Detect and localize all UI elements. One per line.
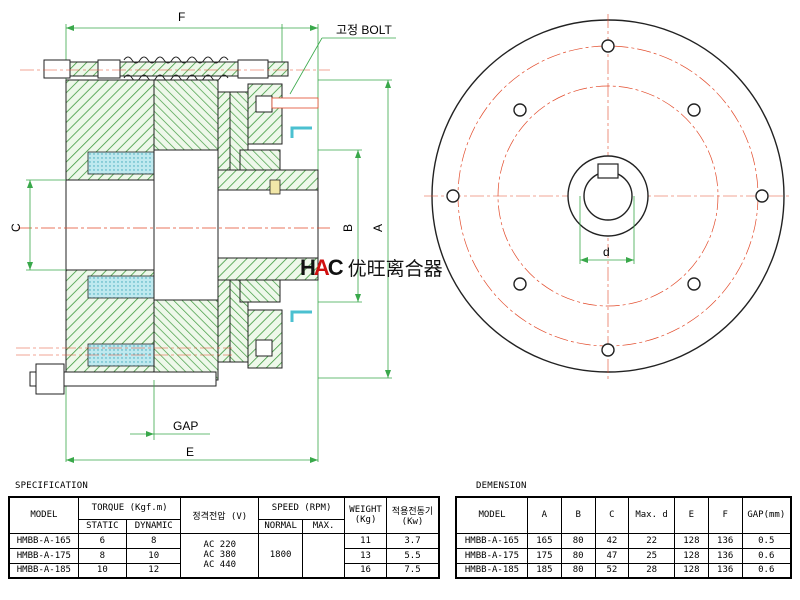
company-logo: HAC bbox=[300, 254, 344, 280]
spec-speed-max bbox=[302, 532, 346, 579]
dim-label-E: E bbox=[186, 445, 194, 459]
spec-header-model: MODEL bbox=[8, 496, 79, 534]
technical-drawing: F E GAP C B A 고정 BOLT bbox=[9, 10, 792, 463]
dim-label-A: A bbox=[371, 224, 385, 232]
dimension-header-row: MODEL A B C Max. d E F GAP(mm) bbox=[455, 496, 792, 534]
dim-label-B: B bbox=[341, 224, 355, 232]
dim-label-gap: GAP bbox=[173, 419, 198, 433]
dim-label-C: C bbox=[9, 223, 23, 232]
spec-header-max: MAX. bbox=[302, 518, 346, 534]
dimension-table-title: DEMENSION bbox=[476, 481, 527, 491]
section-view: F E GAP C B A 고정 BOLT bbox=[9, 10, 396, 463]
dim-label-F: F bbox=[178, 10, 185, 24]
dim-label-d: d bbox=[603, 245, 610, 259]
spec-table-title: SPECIFICATION bbox=[15, 481, 89, 491]
bolt-holes bbox=[446, 39, 769, 357]
table-row: HMBB-A-175 8 10 13 5.5 bbox=[8, 547, 440, 564]
spec-header-static: STATIC bbox=[77, 518, 127, 534]
table-row: HMBB-A-185 10 12 16 7.5 bbox=[8, 562, 440, 579]
company-name: 优旺离合器 bbox=[347, 258, 443, 280]
brand-logo-block: HAC 优旺离合器 bbox=[300, 254, 443, 281]
spec-header-torque: TORQUE (Kgf.m) bbox=[77, 496, 182, 520]
spec-header-dynamic: DYNAMIC bbox=[125, 518, 182, 534]
spec-header-speed: SPEED (RPM) bbox=[258, 496, 346, 520]
spec-header-weight: WEIGHT(Kg) bbox=[344, 496, 388, 534]
spec-header-normal: NORMAL bbox=[258, 518, 304, 534]
spec-speed-normal: 1800 bbox=[258, 532, 304, 579]
spec-table: MODEL TORQUE (Kgf.m) 정격전압 (V) SPEED (RPM… bbox=[8, 496, 440, 579]
spec-header-motor: 적용전동기(Kw) bbox=[386, 496, 440, 534]
front-view: d bbox=[424, 14, 792, 380]
spec-header-voltage: 정격전압 (V) bbox=[180, 496, 260, 534]
spring bbox=[123, 56, 229, 82]
bolt-label: 고정 BOLT bbox=[336, 23, 393, 37]
dimension-table: MODEL A B C Max. d E F GAP(mm) HMBB-A-16… bbox=[455, 496, 792, 579]
